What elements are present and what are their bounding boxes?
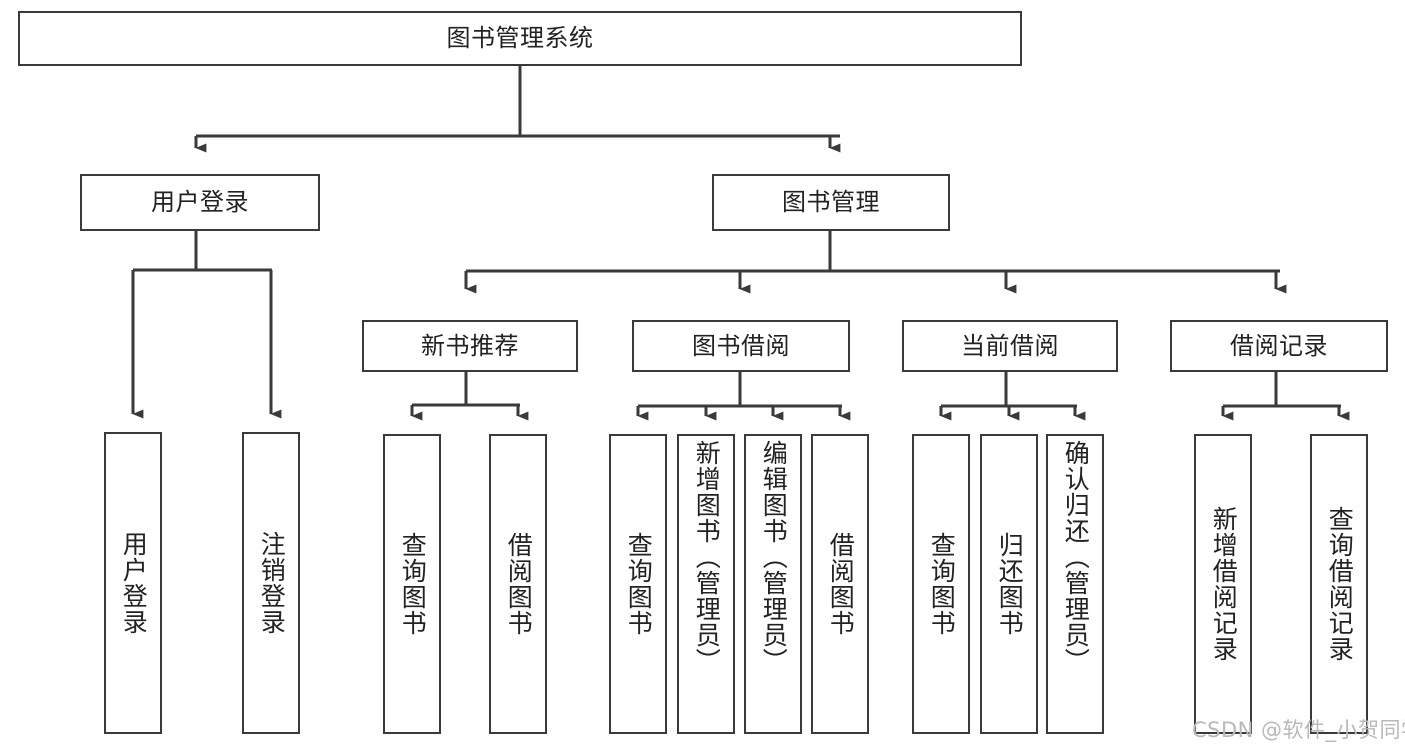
leaf-recommend-borrow-book[interactable]: 借阅图书 bbox=[489, 434, 547, 734]
node-current-borrow[interactable]: 当前借阅 bbox=[902, 320, 1118, 372]
node-label: 查询图书 bbox=[624, 532, 654, 636]
node-root-book-management-system[interactable]: 图书管理系统 bbox=[18, 11, 1022, 66]
node-label: 查询图书 bbox=[398, 532, 428, 636]
node-new-book-recommend[interactable]: 新书推荐 bbox=[362, 320, 578, 372]
node-label: 借阅记录 bbox=[1230, 331, 1328, 360]
leaf-record-add-record[interactable]: 新增借阅记录 bbox=[1194, 434, 1252, 734]
leaf-recommend-query-book[interactable]: 查询图书 bbox=[383, 434, 441, 734]
csdn-watermark: CSDN @软件_小贺同学 bbox=[1192, 718, 1405, 742]
node-label: 新增借阅记录 bbox=[1209, 506, 1239, 662]
node-user-login[interactable]: 用户登录 bbox=[80, 174, 320, 231]
node-label: 借阅图书 bbox=[504, 532, 534, 636]
leaf-current-return-book[interactable]: 归还图书 bbox=[980, 434, 1038, 734]
node-label: 编辑图书（管理员） bbox=[759, 440, 789, 674]
leaf-borrow-borrow-book[interactable]: 借阅图书 bbox=[811, 434, 869, 734]
leaf-user-login-login[interactable]: 用户登录 bbox=[104, 432, 162, 734]
node-book-borrow[interactable]: 图书借阅 bbox=[632, 320, 850, 372]
node-label: 图书管理系统 bbox=[446, 24, 594, 53]
leaf-current-confirm-return-admin[interactable]: 确认归还（管理员） bbox=[1046, 434, 1104, 734]
node-label: 查询图书 bbox=[927, 532, 957, 636]
node-label: 借阅图书 bbox=[826, 532, 856, 636]
leaf-record-query-record[interactable]: 查询借阅记录 bbox=[1310, 434, 1368, 734]
node-label: 图书借阅 bbox=[692, 331, 790, 360]
node-borrow-record[interactable]: 借阅记录 bbox=[1170, 320, 1388, 372]
leaf-borrow-query-book[interactable]: 查询图书 bbox=[609, 434, 667, 734]
node-label: 图书管理 bbox=[782, 188, 880, 217]
node-book-management[interactable]: 图书管理 bbox=[712, 174, 950, 231]
node-label: 查询借阅记录 bbox=[1325, 506, 1355, 662]
leaf-borrow-add-book-admin[interactable]: 新增图书（管理员） bbox=[677, 434, 735, 734]
node-label: 新书推荐 bbox=[421, 331, 519, 360]
node-label: 当前借阅 bbox=[961, 331, 1059, 360]
node-label: 确认归还（管理员） bbox=[1061, 440, 1091, 674]
node-label: 注销登录 bbox=[257, 531, 287, 635]
leaf-current-query-book[interactable]: 查询图书 bbox=[912, 434, 970, 734]
node-label: 新增图书（管理员） bbox=[692, 440, 722, 674]
leaf-borrow-edit-book-admin[interactable]: 编辑图书（管理员） bbox=[744, 434, 802, 734]
node-label: 用户登录 bbox=[151, 188, 249, 217]
node-label: 用户登录 bbox=[119, 531, 149, 635]
leaf-user-login-logout[interactable]: 注销登录 bbox=[242, 432, 300, 734]
node-label: 归还图书 bbox=[995, 532, 1025, 636]
